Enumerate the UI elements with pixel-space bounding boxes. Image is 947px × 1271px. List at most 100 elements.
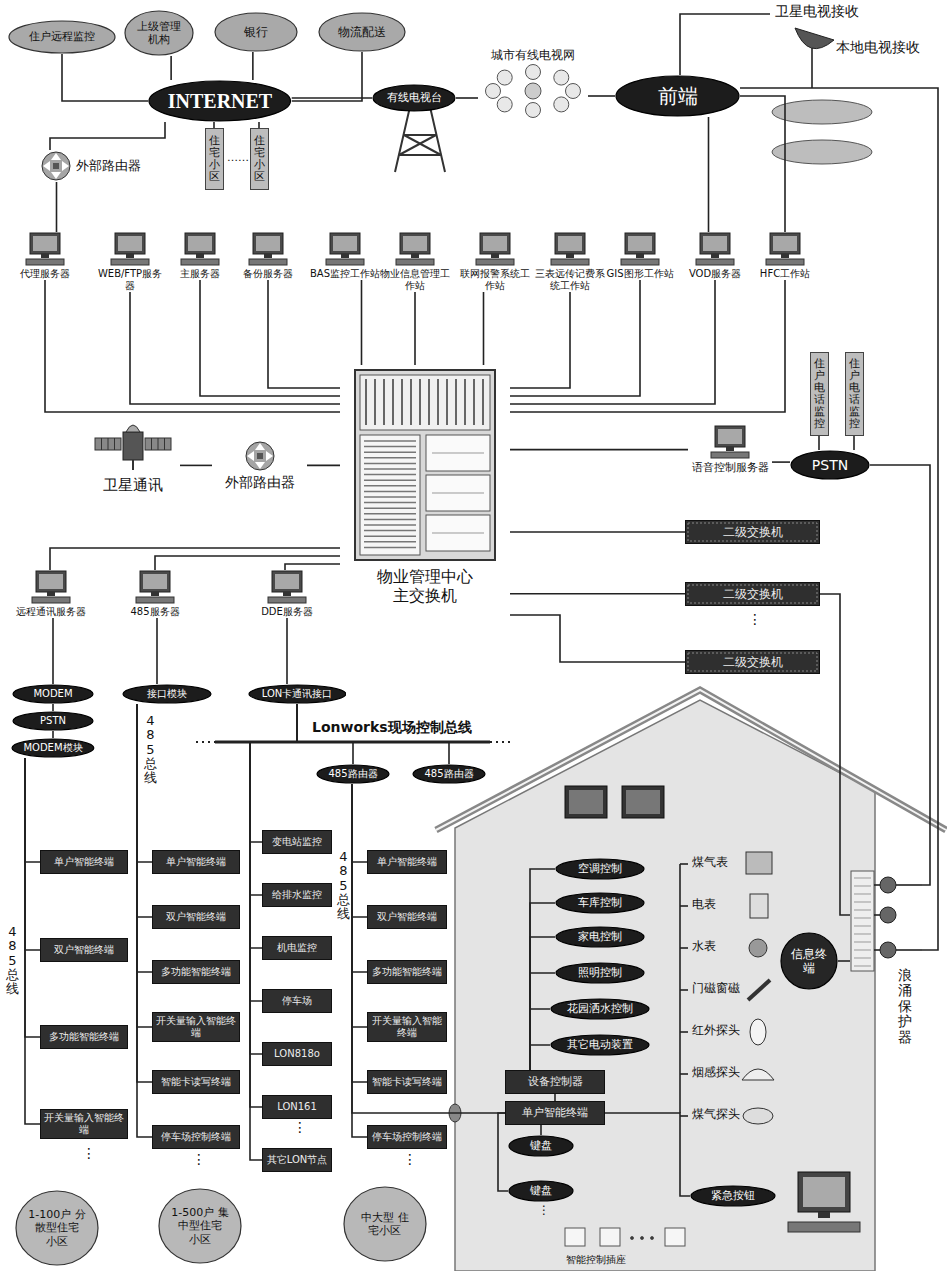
node-outline <box>153 1126 240 1149</box>
main-switch <box>365 379 367 425</box>
computer-node <box>480 233 510 254</box>
computer-node <box>708 425 752 459</box>
computer-node: HFC工作站 <box>747 232 823 280</box>
computer-node <box>773 236 797 251</box>
main-switch <box>446 379 448 425</box>
computer-node <box>781 254 789 258</box>
connector-line <box>25 758 40 1124</box>
dark-ellipse-node: 键盘 <box>508 1180 574 1202</box>
node-outline <box>344 1187 426 1261</box>
node-text: 其它LON节点 <box>267 1154 328 1166</box>
node-text: PSTN <box>40 715 66 727</box>
node-text: 1-100户 分散型住宅 小区 <box>28 1208 86 1248</box>
computer-node <box>181 259 219 265</box>
node-text: 浪涌保护器 <box>898 968 912 1045</box>
node-text: 智能卡读写终端 <box>161 1076 231 1088</box>
computer-node <box>256 236 280 251</box>
terminal-box: LON161 <box>262 1095 332 1119</box>
node-outline <box>263 937 332 960</box>
dark-ellipse-node: 接口模块 <box>122 684 212 704</box>
satellite-node <box>123 432 143 460</box>
vertical-box: 住户电话监控 <box>810 352 829 436</box>
connector-line <box>361 280 363 365</box>
node-outline <box>373 85 455 111</box>
dark-ellipse-node: 其它电动装置 <box>550 1034 650 1056</box>
vertical-box: 住宅小区 <box>250 128 269 190</box>
computer-node: 备份服务器 <box>230 232 306 280</box>
main-switch <box>364 479 416 481</box>
computer-node <box>711 254 719 258</box>
dark-ellipse-node: LON卡通讯接口 <box>248 684 347 704</box>
computer-node <box>473 232 517 266</box>
computer-node <box>246 232 290 266</box>
dark-ellipse-node: 空调控制 <box>555 858 645 880</box>
area-circle: 1-100户 分散型住宅 小区 <box>15 1190 99 1266</box>
node-text: 主服务器 <box>180 268 220 280</box>
router-node <box>53 163 59 169</box>
node-outline <box>41 1110 128 1139</box>
connector-line <box>50 122 165 150</box>
surge-protector <box>854 878 871 879</box>
router-node <box>266 451 273 461</box>
surge-protector <box>854 950 871 951</box>
tv-tower <box>399 154 441 156</box>
node-text: 其它电动装置 <box>567 1038 633 1051</box>
computer-node <box>323 232 367 266</box>
node-outline <box>551 999 649 1019</box>
main-switch <box>364 474 416 476</box>
connector-line <box>250 704 297 948</box>
router-node <box>246 442 274 470</box>
computer-node <box>393 232 437 266</box>
node-text: 485路由器 <box>328 768 377 780</box>
main-switch <box>473 379 475 425</box>
house-outline <box>436 690 946 830</box>
main-switch <box>383 379 385 425</box>
surge-protector <box>854 958 871 959</box>
node-text: 信息终端 <box>790 947 828 976</box>
node-text: 紧急按钮 <box>711 1189 755 1202</box>
main-switch <box>364 440 416 442</box>
connector-line <box>25 758 40 862</box>
computer-node: BAS监控工作站 <box>307 232 383 280</box>
router-node <box>40 150 72 182</box>
tv-tower <box>404 135 441 155</box>
satellite-node <box>101 438 102 450</box>
connector-line <box>530 973 555 1070</box>
node-outline <box>263 1149 332 1172</box>
surge-protector <box>874 914 880 916</box>
smart-sockets <box>600 1228 620 1246</box>
sensor-icons <box>746 852 772 874</box>
computer-node <box>551 259 589 265</box>
terminal-box: 智能卡读写终端 <box>367 1070 447 1094</box>
node-text: 485服务器 <box>130 606 179 618</box>
computer-node <box>268 597 306 603</box>
node-outline <box>205 129 223 190</box>
house-monitors <box>622 786 664 818</box>
node-text: WEB/FTP服务器 <box>93 268 167 292</box>
node-text: 多功能智能终端 <box>49 1031 119 1043</box>
node-text: PSTN <box>812 457 848 474</box>
router-node <box>257 453 263 459</box>
main-switch <box>364 541 416 543</box>
lonworks-bus <box>490 741 512 743</box>
computer-node <box>341 254 349 258</box>
terminal-box: 其它LON节点 <box>262 1148 332 1172</box>
computer-node <box>715 426 745 447</box>
node-outline <box>250 129 268 190</box>
computer-node <box>249 259 287 265</box>
main-switch <box>364 547 416 549</box>
computer-node <box>32 597 70 603</box>
node-text: 城市有线电视网 <box>491 48 575 62</box>
node-text: 住宅小区 <box>254 135 265 183</box>
smart-sockets <box>651 1237 654 1240</box>
sensor-icons <box>743 1108 773 1124</box>
ellipse-node: 物流配送 <box>318 12 406 52</box>
connector-line <box>352 784 505 1113</box>
satellite-node <box>151 438 152 450</box>
surge-protector <box>854 902 871 903</box>
main-switch <box>432 533 484 534</box>
network-ring <box>481 64 585 118</box>
node-text: 二级交换机 <box>723 525 783 539</box>
headend-splitter <box>772 100 872 124</box>
